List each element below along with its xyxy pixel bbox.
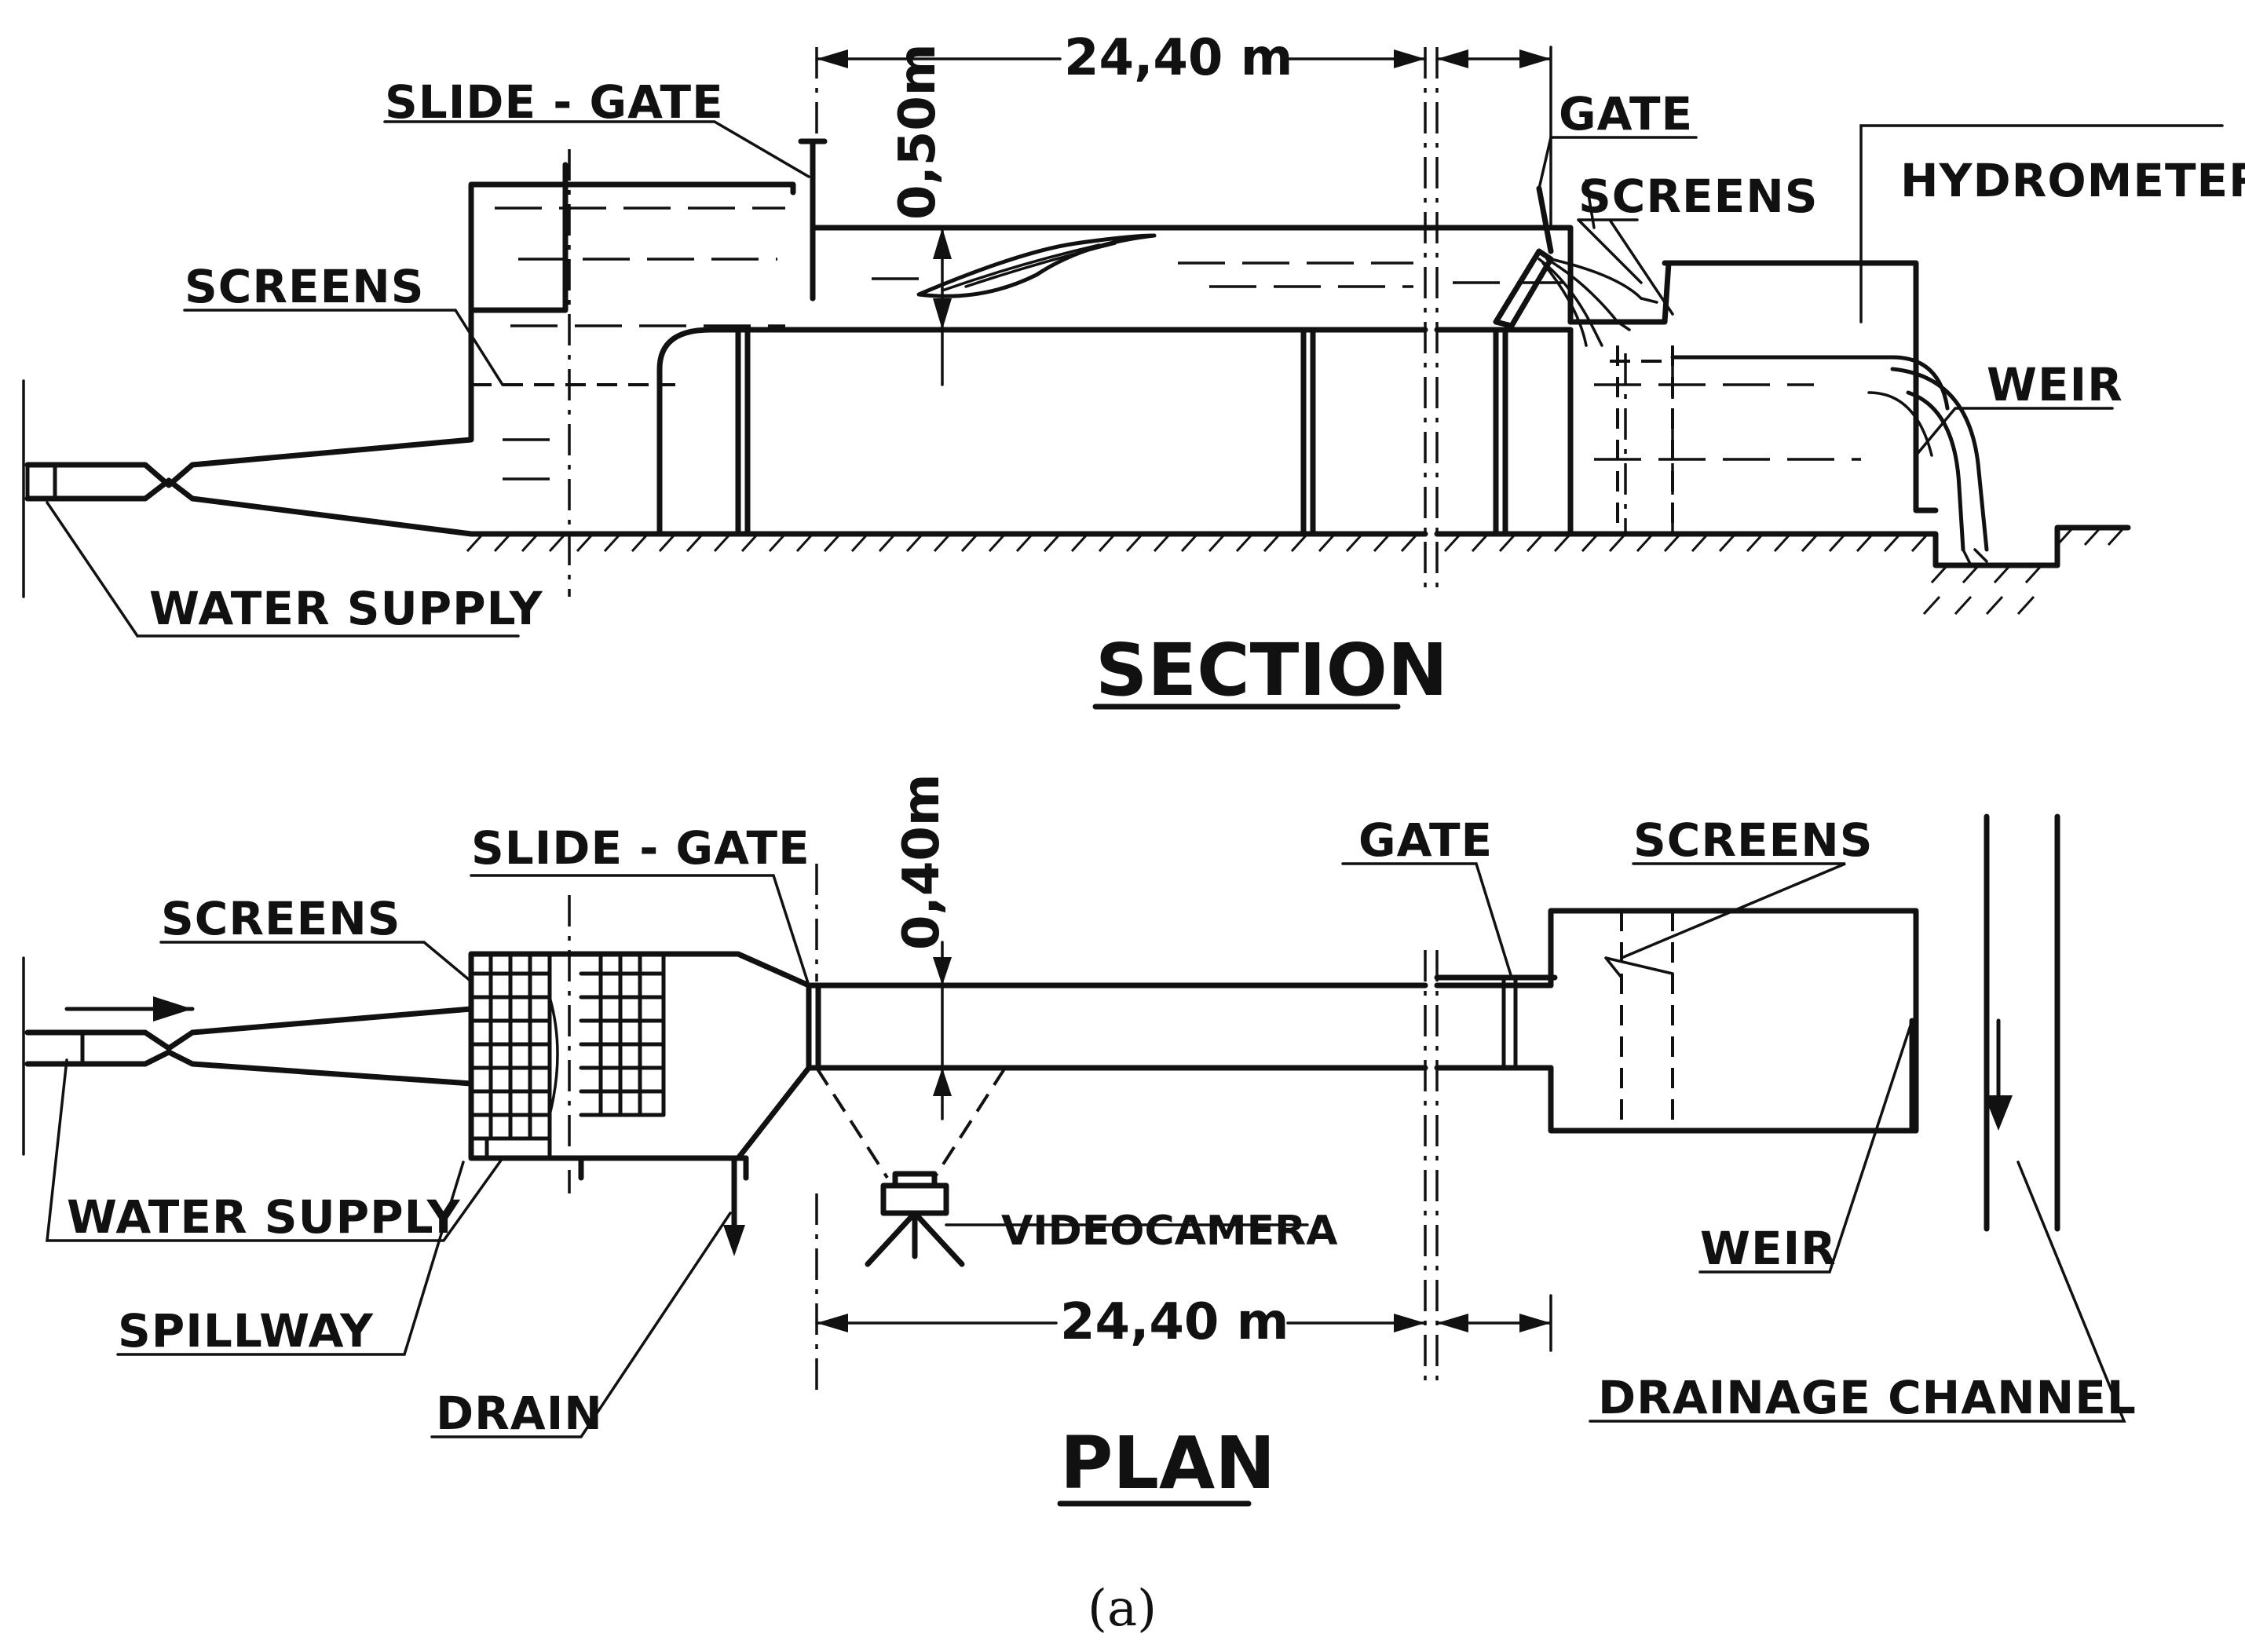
plan-screens-right-label: SCREENS [1633,813,1874,867]
section-screens-left-leader [183,309,504,386]
section-slide-gate-label: SLIDE - GATE [385,75,724,129]
plan-slide-gate-leader [470,874,810,987]
section-ground-hatch [466,526,2126,616]
plan-tail-tank [1434,908,1919,1134]
plan-head-tank [468,951,1558,1256]
plan-screens-left-label: SCREENS [161,892,401,945]
section-slide-gate-leader [383,120,810,178]
plan-length-dim [815,1294,1552,1352]
plan-gate-leader [1341,862,1513,979]
section-flume-body [656,233,1574,537]
section-water-supply-leader [46,501,520,638]
plan-videocamera [815,1066,1007,1267]
section-screens-right-leader [1577,218,1674,316]
section-supply-pipe [22,162,569,598]
plan-drainage-leader [1589,1160,2126,1423]
section-length-dim-label: 24,40 m [1064,29,1293,87]
plan-width-dim [933,941,952,1120]
plan-screens-right-leader [1620,862,1846,959]
plan-drain-leader [430,1212,732,1438]
plan-break-lines [568,864,1439,1390]
section-weir-label: WEIR [1987,358,2123,411]
plan-view: SLIDE - GATE SCREENS WATER SUPPLY SPILLW… [22,773,2137,1507]
section-screens-left-label: SCREENS [185,260,425,313]
section-weir-leader [1914,407,2114,457]
plan-title: PLAN [1060,1421,1275,1505]
section-head-tank [468,138,1574,481]
plan-weir-leader [1698,1019,1914,1274]
plan-spillway-label: SPILLWAY [118,1304,374,1358]
section-gate-spray [1537,258,1658,347]
plan-drainage-channel-label: DRAINAGE CHANNEL [1598,1371,2137,1424]
section-screens-right-label: SCREENS [1578,170,1819,223]
plan-supply-pipe [22,956,474,1156]
section-gate-label: GATE [1559,87,1693,141]
section-break-lines [568,47,1439,597]
plan-spillway-leader [116,1160,465,1356]
plan-videocamera-label: VIDEOCAMERA [1001,1208,1337,1255]
plan-length-dim-label: 24,40 m [1060,1293,1289,1351]
plan-gate-label: GATE [1358,813,1493,867]
section-ground-line [468,524,2131,568]
plan-weir-label: WEIR [1700,1222,1837,1275]
section-water-supply-label: WATER SUPPLY [149,582,543,635]
section-view: SLIDE - GATE SCREENS WATER SUPPLY GATE S… [22,29,2245,712]
section-hydrometer-label: HYDROMETER [1900,154,2245,207]
section-height-dim [933,226,952,386]
section-length-dim [815,46,1552,229]
plan-slide-gate-label: SLIDE - GATE [471,821,810,875]
plan-water-supply-leader [46,1058,504,1242]
section-title: SECTION [1095,628,1448,712]
plan-screens-left-leader [159,941,473,983]
plan-drainage-channel [1984,813,2060,1232]
figure-caption: (a) [1088,1580,1157,1638]
plan-water-supply-label: WATER SUPPLY [67,1190,461,1244]
plan-width-dim-label: 0,40m [893,773,951,950]
section-height-dim-label: 0,50m [889,43,947,220]
plan-drain-label: DRAIN [436,1387,603,1440]
